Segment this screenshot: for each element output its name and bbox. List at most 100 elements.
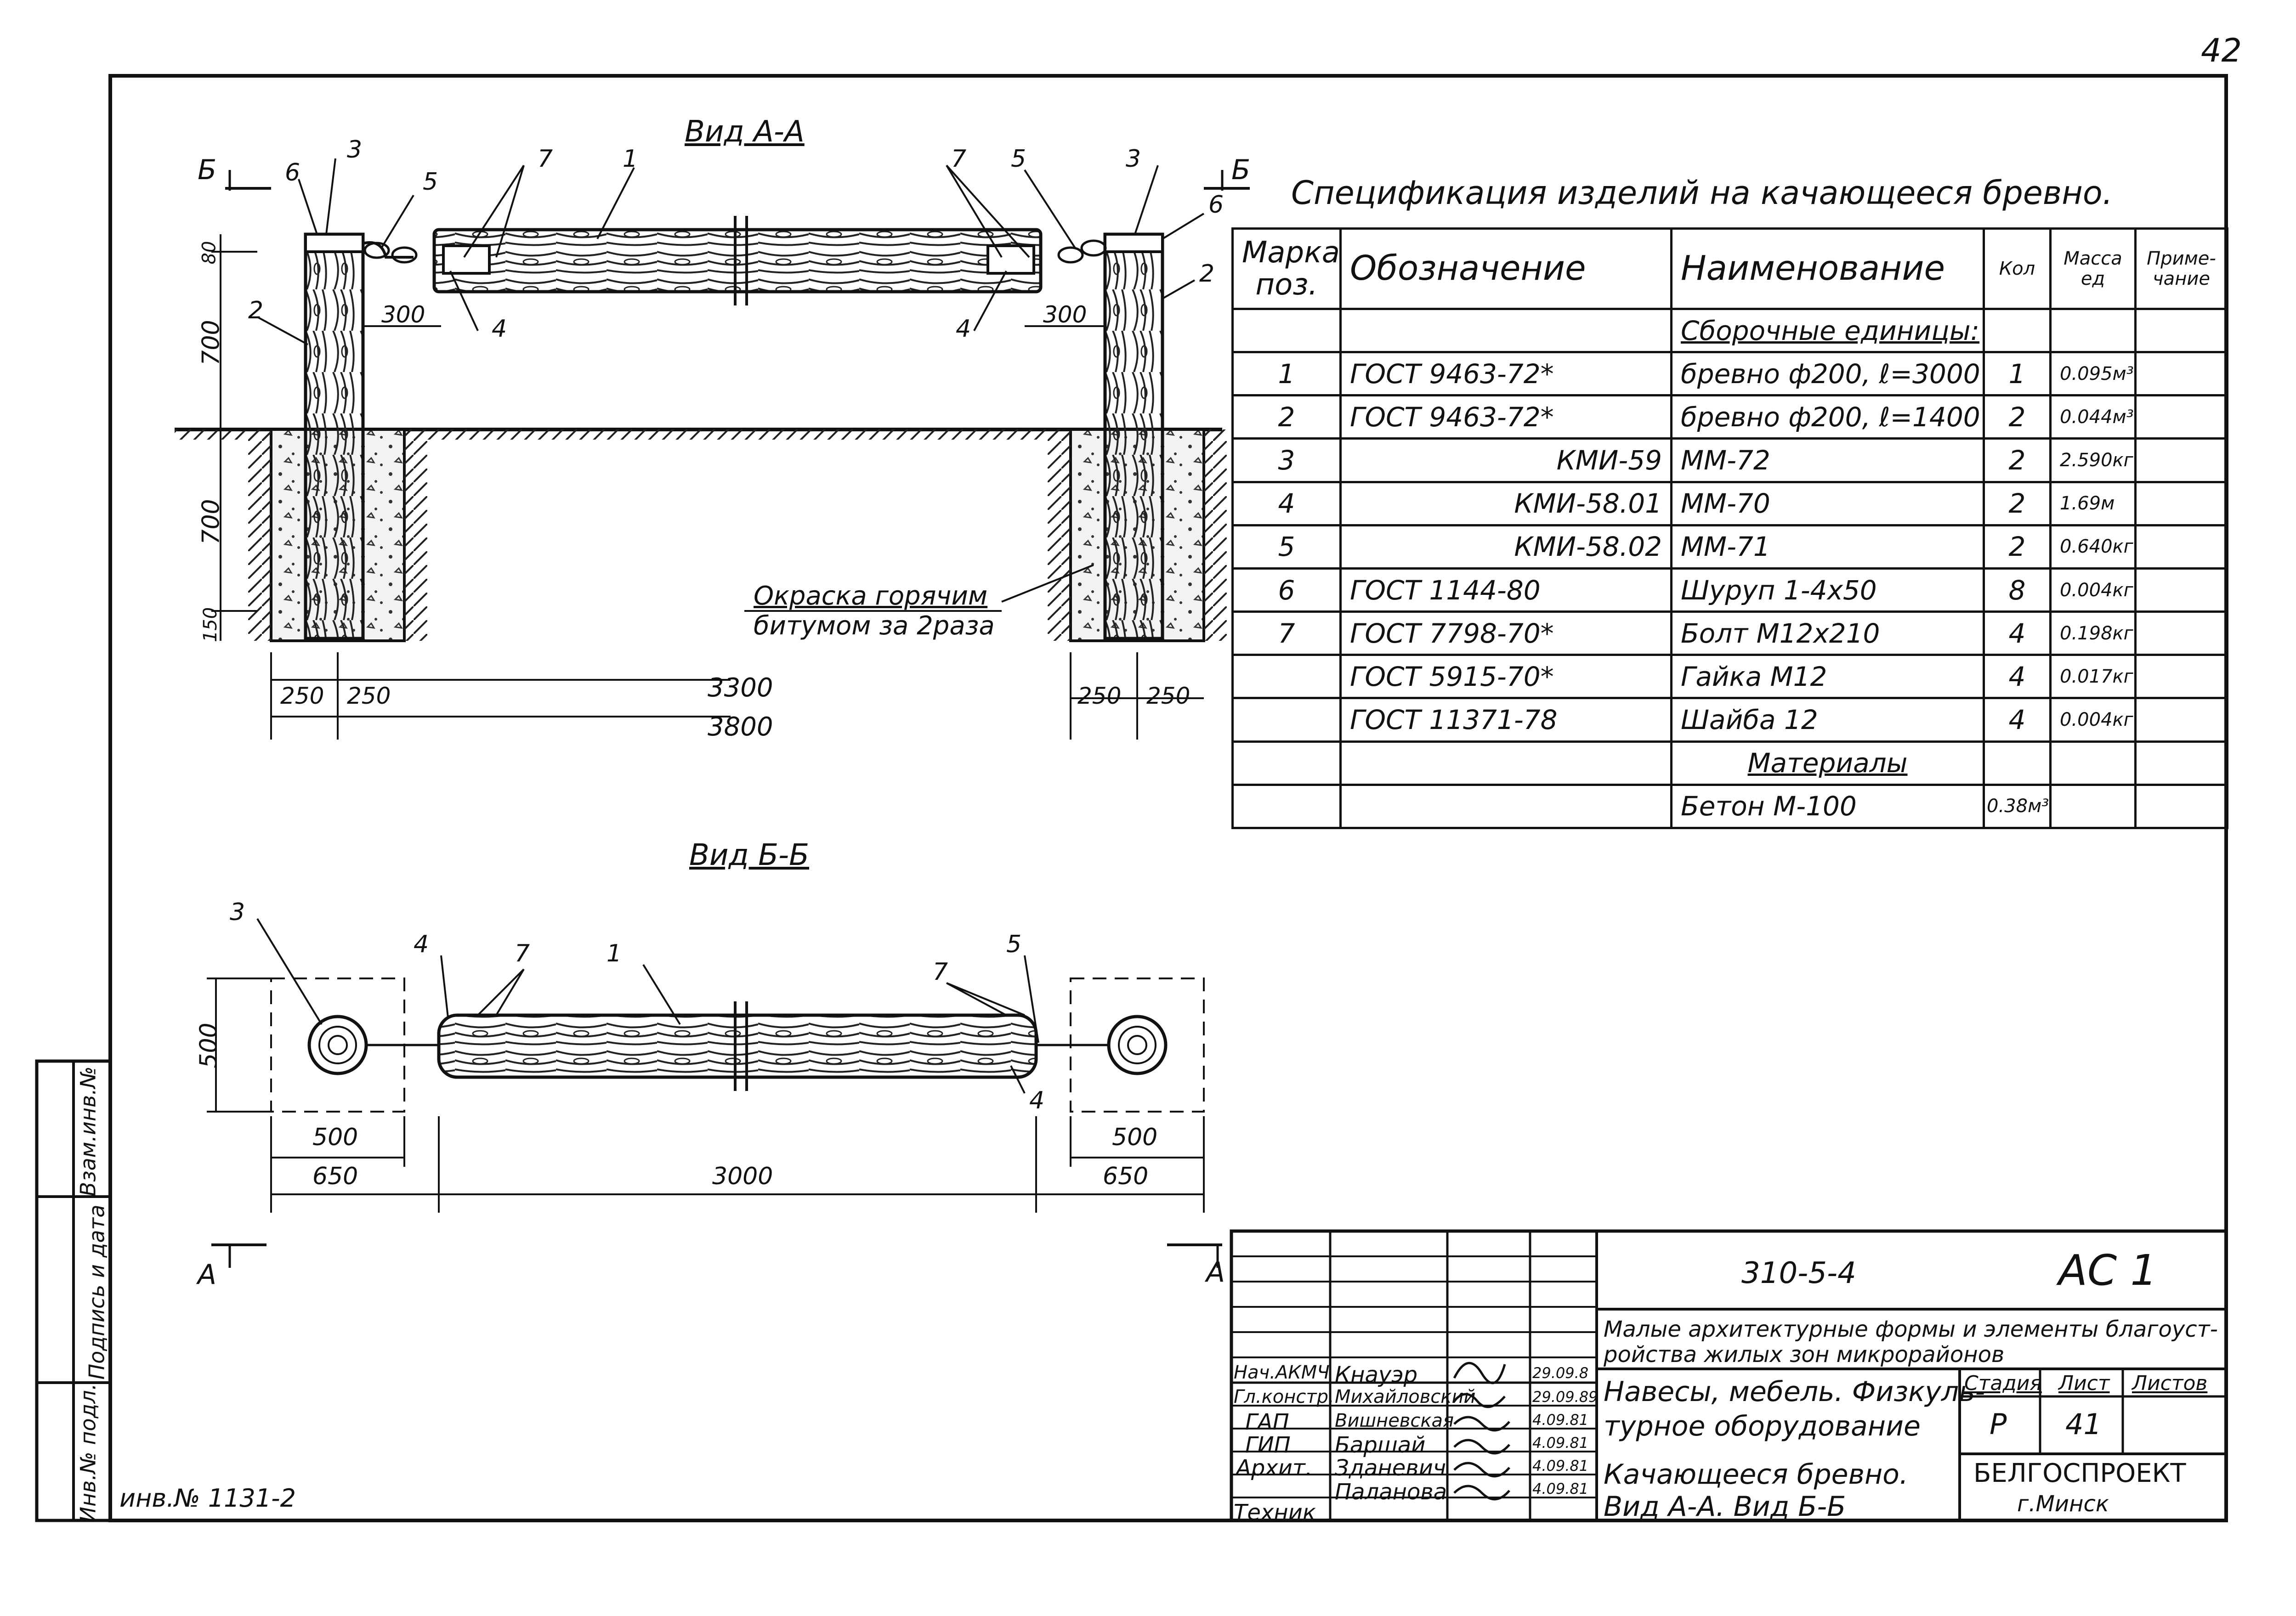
spec-cell-qty: 1 — [1983, 351, 2052, 397]
sig-role: Нач.АКМЧ — [1234, 1362, 1330, 1383]
spec-cell-qty: 2 — [1983, 480, 2052, 526]
dim-aa-3800: 3800 — [708, 712, 773, 742]
spec-cell-note — [2134, 567, 2228, 613]
callout-bb-7l: 7 — [515, 940, 530, 967]
spec-cell-name: Бетон М-100 — [1670, 783, 1985, 830]
sig-role: ГИП — [1245, 1432, 1291, 1458]
sig-role: Архит. — [1236, 1455, 1313, 1481]
spec-cell-name: Шуруп 1-4х50 — [1670, 567, 1985, 613]
spec-cell-pos: 2 — [1231, 394, 1342, 440]
post-plan-right — [1107, 1015, 1168, 1075]
callout-aa-7r: 7 — [951, 145, 967, 173]
dim-aa-250-b: 250 — [347, 683, 391, 709]
sheet-value: 41 — [2065, 1407, 2102, 1441]
spec-row: ГОСТ 11371-78 Шайба 12 4 0.004кг — [1231, 697, 2228, 743]
spec-row: 4 КМИ-58.01 ММ-70 2 1.69м — [1231, 480, 2228, 526]
org-name: БЕЛГОСПРОЕКТ — [1973, 1458, 2186, 1488]
sig-role: Гл.констр. — [1234, 1386, 1334, 1407]
spec-cell-qty: 2 — [1983, 437, 2052, 483]
doc-code: 310-5-4 — [1741, 1256, 1856, 1290]
spec-header-qty: Кол — [1983, 227, 2052, 310]
callout-bb-5: 5 — [1006, 931, 1022, 958]
dim-aa-300-left: 300 — [381, 301, 425, 328]
sig-name: Зданевич — [1335, 1455, 1446, 1481]
log-plan — [437, 1013, 1038, 1079]
spec-cell-mass: 0.095м³ — [2049, 351, 2137, 397]
sig-date: 29.09.8 — [1532, 1364, 1589, 1382]
spec-cell-note — [2134, 783, 2228, 830]
inventory-number: инв.№ 1131-2 — [119, 1484, 296, 1513]
stage-label: Стадия — [1964, 1372, 2042, 1395]
spec-cell-qty: 8 — [1983, 567, 2052, 613]
spec-cell-designation: ГОСТ 9463-72* — [1339, 394, 1672, 440]
spec-cell-pos — [1231, 783, 1342, 830]
sig-name: Вишневская — [1335, 1410, 1454, 1431]
spec-cell-qty: 0.38м³ — [1983, 783, 2052, 830]
spec-cell-note — [2134, 480, 2228, 526]
spec-header-designation: Обозначение — [1339, 227, 1672, 310]
spec-cell-qty: 4 — [1983, 610, 2052, 656]
section-b-right: Б — [1231, 154, 1251, 186]
sig-name: Кнауэр — [1335, 1362, 1418, 1388]
spec-row: 2 ГОСТ 9463-72* бревно ф200, ℓ=1400 2 0.… — [1231, 394, 2228, 440]
spec-cell-designation: КМИ-59 — [1339, 437, 1672, 483]
spec-header-pos: Марка, поз. — [1231, 227, 1342, 310]
bitumen-note-line1: Окраска горячим — [754, 581, 988, 611]
spec-cell-note — [2134, 351, 2228, 397]
spec-cell-mass: 1.69м — [2049, 480, 2137, 526]
sheet-line1: Качающееся бревно. — [1604, 1458, 1908, 1491]
dim-aa-250-a: 250 — [280, 683, 324, 709]
stamp-podpis-data: Подпись и дата — [84, 1204, 109, 1380]
view-aa-title: Вид А-А — [685, 115, 805, 149]
title-block-frame — [1230, 1229, 2228, 1522]
callout-aa-2l: 2 — [248, 297, 264, 324]
sig-date: 29.09.89 — [1532, 1388, 1598, 1406]
dim-aa-700-upper: 700 — [197, 320, 225, 366]
view-bb-title: Вид Б-Б — [689, 838, 809, 872]
dim-aa-3300: 3300 — [708, 673, 773, 703]
callout-bb-4l: 4 — [414, 931, 429, 958]
callout-aa-6l: 6 — [285, 159, 300, 186]
spec-cell-designation: КМИ-58.02 — [1339, 524, 1672, 570]
spec-cell-qty: 2 — [1983, 394, 2052, 440]
dim-aa-250-c: 250 — [1077, 683, 1122, 709]
spec-cell-pos: 3 — [1231, 437, 1342, 483]
spec-row: 1 ГОСТ 9463-72* бревно ф200, ℓ=3000 1 0.… — [1231, 351, 2228, 397]
spec-row: ГОСТ 5915-70* Гайка М12 4 0.017кг — [1231, 654, 2228, 700]
callout-bb-3: 3 — [230, 898, 245, 926]
spec-row-material: Бетон М-100 0.38м³ — [1231, 783, 2228, 830]
spec-cell-name: ММ-70 — [1670, 480, 1985, 526]
right-post — [1103, 232, 1164, 640]
callout-aa-6r: 6 — [1208, 191, 1224, 219]
spec-cell-pos — [1231, 654, 1342, 700]
dim-aa-80: 80 — [198, 241, 220, 265]
dim-aa-700-lower: 700 — [197, 499, 225, 545]
spec-cell-mass: 0.198кг — [2049, 610, 2137, 656]
spec-cell-pos: 6 — [1231, 567, 1342, 613]
section-a-left: А — [198, 1259, 217, 1291]
section-b-left: Б — [198, 154, 217, 186]
spec-cell-designation: ГОСТ 9463-72* — [1339, 351, 1672, 397]
callout-aa-4r: 4 — [956, 315, 971, 343]
callout-aa-7l: 7 — [538, 145, 553, 173]
bitumen-note-line2: битумом за 2раза — [754, 611, 995, 641]
spec-cell-designation — [1339, 783, 1672, 830]
sheet-line2: Вид А-А. Вид Б-Б — [1604, 1491, 1846, 1523]
spec-cell-pos: 4 — [1231, 480, 1342, 526]
spec-cell-note — [2134, 394, 2228, 440]
dim-aa-300-right: 300 — [1043, 301, 1087, 328]
sig-role: ГАП — [1245, 1409, 1289, 1435]
spec-cell-pos: 7 — [1231, 610, 1342, 656]
spec-cell-mass: 0.044м³ — [2049, 394, 2137, 440]
callout-aa-4l: 4 — [492, 315, 507, 343]
dim-aa-250-d: 250 — [1146, 683, 1191, 709]
spec-section-materials: Материалы — [1670, 740, 1985, 786]
spec-cell-mass: 0.004кг — [2049, 697, 2137, 743]
sig-name: Паланова — [1335, 1479, 1447, 1505]
spec-cell-designation: ГОСТ 1144-80 — [1339, 567, 1672, 613]
sheet-label: Лист — [2058, 1372, 2110, 1395]
spec-cell-name: Болт М12х210 — [1670, 610, 1985, 656]
spec-cell-mass: 0.004кг — [2049, 567, 2137, 613]
section-line2: турное оборудование — [1604, 1410, 1921, 1442]
spec-cell-pos: 1 — [1231, 351, 1342, 397]
